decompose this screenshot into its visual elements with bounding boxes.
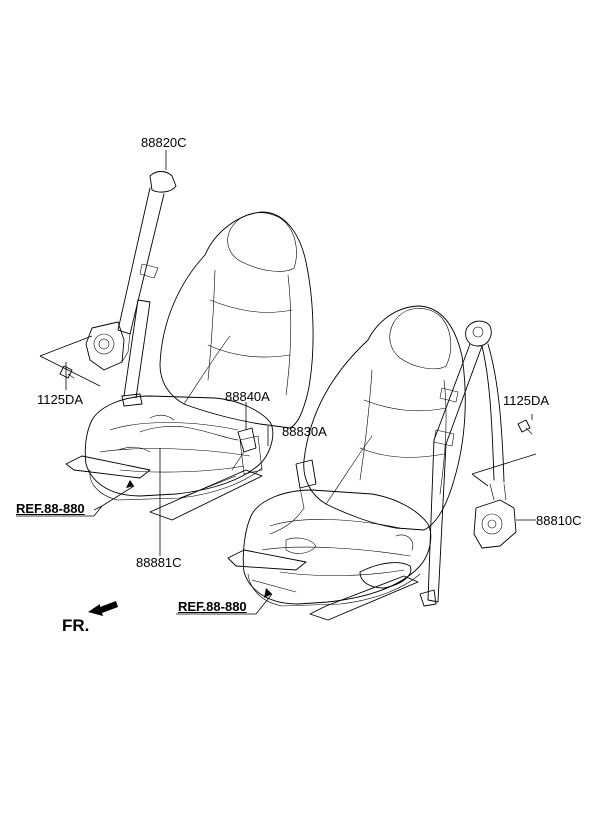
right-seat-belt (419, 320, 517, 607)
label-88810C: 88810C (536, 513, 582, 528)
left-seat-belt (85, 171, 177, 407)
ref-arrows (126, 480, 272, 598)
label-88830A: 88830A (282, 424, 327, 439)
label-88840A: 88840A (225, 389, 270, 404)
label-1125DA-left: 1125DA (37, 392, 84, 407)
right-bolt (517, 419, 533, 435)
front-label: FR. (62, 616, 90, 635)
ref-label-right: REF.88-880 (178, 599, 247, 614)
label-88820C: 88820C (141, 135, 187, 150)
front-arrow-icon (88, 601, 118, 616)
ref-label-left: REF.88-880 (16, 501, 85, 516)
left-seat (65, 211, 314, 521)
leader-lines (16, 150, 537, 615)
label-1125DA-right: 1125DA (503, 393, 550, 408)
left-bolt (59, 365, 75, 379)
right-seat (227, 305, 466, 621)
label-88881C: 88881C (136, 555, 182, 570)
